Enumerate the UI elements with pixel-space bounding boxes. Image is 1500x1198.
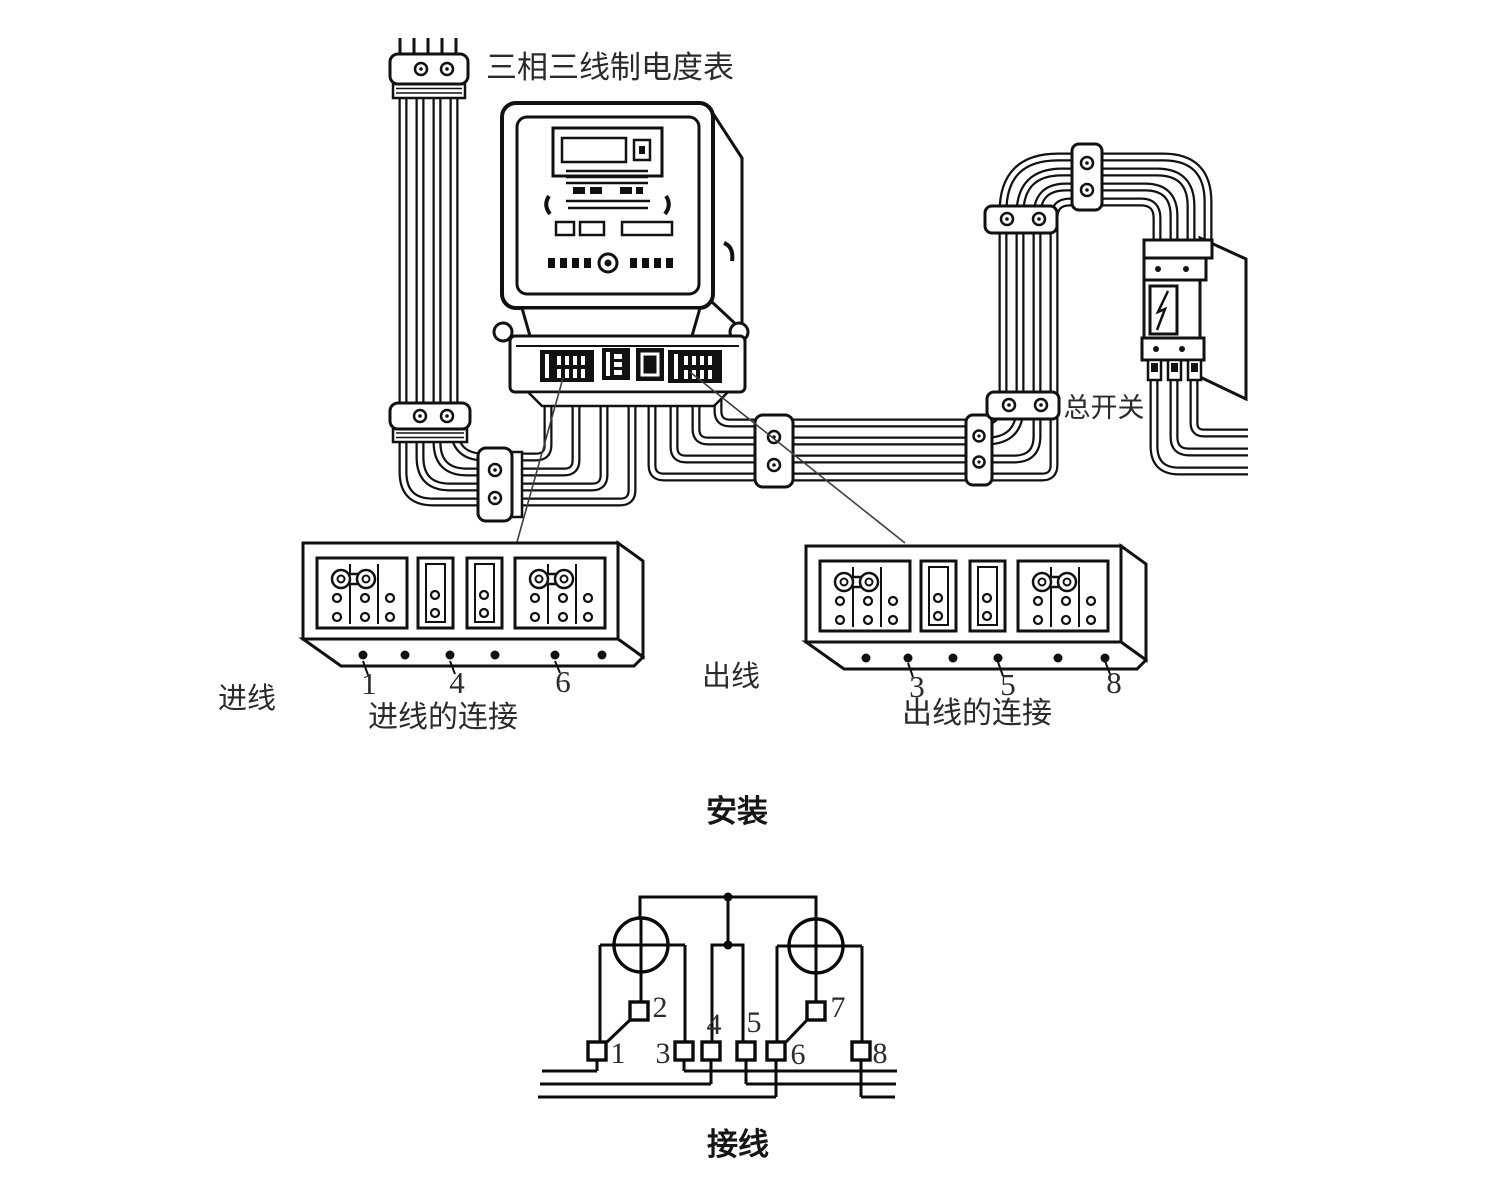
schematic-terminal-number-6: 6 — [791, 1038, 806, 1071]
outgoing-terminal-ticks — [907, 660, 1111, 678]
schematic-terminal-number-1: 1 — [611, 1037, 626, 1070]
meter-ear-left — [492, 321, 514, 343]
schematic-terminal-number-7: 7 — [831, 991, 846, 1024]
clamp-mid-run — [753, 413, 795, 489]
incoming-terminal-number: 4 — [449, 665, 465, 700]
meter-register-lines — [566, 169, 648, 185]
installation-caption: 安装 — [706, 794, 768, 829]
main-switch-breaker — [1140, 235, 1248, 402]
meter-marking-dashes — [573, 187, 643, 194]
meter-bottom-marks — [548, 252, 673, 274]
incoming-terminal-block — [301, 541, 645, 668]
electric-meter — [492, 101, 750, 408]
meter-nameplate-lines — [566, 199, 650, 210]
meter-display-window — [551, 126, 664, 178]
outgoing-terminal-number: 3 — [909, 669, 925, 704]
meter-nameplate-boxes — [554, 220, 674, 237]
outgoing-terminal-number: 8 — [1106, 665, 1122, 700]
meter-title: 三相三线制电度表 — [486, 50, 734, 85]
terminal-7 — [805, 1000, 827, 1022]
schematic-terminal-number-2: 2 — [653, 991, 668, 1024]
incoming-terminal-number: 6 — [555, 664, 571, 699]
wire-stub-ends — [398, 38, 458, 56]
meter-seal-right — [663, 194, 671, 216]
terminal-4 — [700, 1040, 722, 1062]
wiring-schematic — [538, 892, 897, 1099]
clamp-right-run — [964, 413, 994, 487]
outgoing-terminal-block — [804, 544, 1148, 671]
meter-terminal-strip — [508, 334, 747, 408]
schematic-terminal-number-5: 5 — [747, 1006, 762, 1039]
clamp-riser-bottom — [985, 390, 1061, 421]
main-switch-label: 总开关 — [1064, 393, 1145, 423]
meter-side-seal-hook — [723, 241, 735, 262]
terminal-2 — [628, 1000, 650, 1022]
terminal-6 — [765, 1040, 787, 1062]
wiring-caption: 接线 — [707, 1127, 769, 1162]
schematic-terminal-number-8: 8 — [873, 1037, 888, 1070]
outgoing-label: 出线 — [702, 660, 760, 693]
terminal-1 — [586, 1040, 608, 1062]
clamp-riser-top — [983, 204, 1059, 235]
clamp-top-run — [1070, 142, 1104, 212]
outgoing-block-caption: 出线的连接 — [902, 697, 1052, 730]
incoming-terminal-ticks — [362, 660, 561, 676]
leader-line-incoming — [516, 377, 564, 543]
outgoing-terminal-number: 5 — [1000, 667, 1016, 702]
terminal-8 — [850, 1040, 872, 1062]
schematic-terminal-number-4: 4 — [707, 1008, 722, 1041]
clamp-top-left — [388, 52, 470, 100]
clamp-left-run — [476, 446, 524, 523]
incoming-terminal-number: 1 — [361, 666, 377, 701]
meter-seal-left — [544, 194, 552, 216]
leader-line-outgoing — [689, 371, 906, 544]
clamp-bottom-left — [388, 401, 472, 444]
incoming-block-caption: 进线的连接 — [368, 701, 518, 734]
terminal-5 — [735, 1040, 757, 1062]
lightning-bolt-icon — [1155, 290, 1170, 331]
wire-clamps — [388, 52, 1104, 523]
incoming-label: 进线 — [218, 682, 276, 715]
meter-to-switch-wire — [713, 152, 1213, 428]
terminal-3 — [673, 1040, 695, 1062]
schematic-terminal-number-3: 3 — [656, 1037, 671, 1070]
